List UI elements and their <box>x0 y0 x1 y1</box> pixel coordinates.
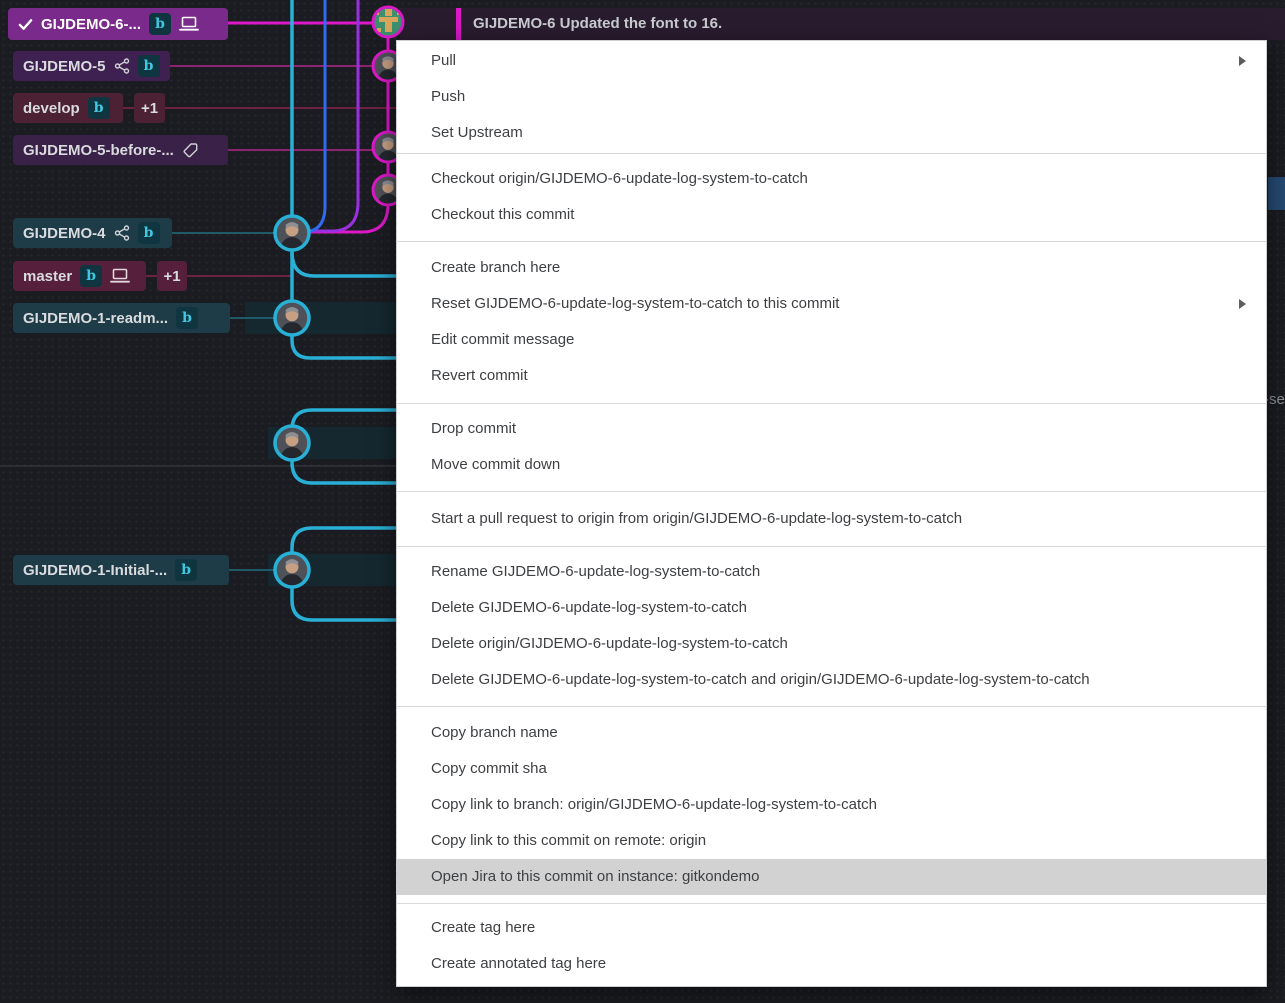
laptop-icon <box>179 16 199 31</box>
menu-section-branch-ops: Create branch here Reset GIJDEMO-6-updat… <box>397 241 1266 403</box>
menu-item-move-commit-down[interactable]: Move commit down <box>431 456 561 473</box>
checked-out-icon <box>18 19 33 30</box>
branch-label: develop <box>23 99 80 117</box>
menu-item-rename-branch[interactable]: Rename GIJDEMO-6-update-log-system-to-ca… <box>431 563 761 580</box>
clipped-blue-element <box>1268 177 1285 210</box>
menu-item-create-branch-here[interactable]: Create branch here <box>431 259 561 276</box>
tag-pill-gijdemo5-before[interactable]: GIJDEMO-5-before-... <box>13 135 228 165</box>
provider-badge-icon: b <box>137 55 160 77</box>
selected-commit-row-highlight <box>400 8 1285 40</box>
lane-cyan-main <box>290 0 400 360</box>
branch-label: GIJDEMO-5 <box>23 57 106 75</box>
branch-pill-gijdemo6-checked-out[interactable]: GIJDEMO-6-... b <box>8 8 228 40</box>
commit-node-avatar[interactable] <box>273 299 311 337</box>
menu-item-delete-origin-branch[interactable]: Delete origin/GIJDEMO-6-update-log-syste… <box>431 635 788 652</box>
menu-item-set-upstream[interactable]: Set Upstream <box>431 124 523 141</box>
menu-item-copy-branch-name[interactable]: Copy branch name <box>431 724 558 741</box>
ahead-count: +1 <box>140 99 159 117</box>
menu-item-create-annotated-tag-here[interactable]: Create annotated tag here <box>431 955 607 972</box>
provider-badge-icon: b <box>137 222 160 244</box>
commit-graph <box>0 0 405 622</box>
submenu-arrow-icon <box>1239 56 1246 66</box>
lane-magenta <box>296 23 390 234</box>
menu-section-rename-delete: Rename GIJDEMO-6-update-log-system-to-ca… <box>397 546 1266 706</box>
branch-pill-gijdemo4[interactable]: GIJDEMO-4 b <box>13 218 172 248</box>
menu-item-delete-branch-and-origin[interactable]: Delete GIJDEMO-6-update-log-system-to-ca… <box>431 671 1090 688</box>
menu-item-copy-link-to-commit[interactable]: Copy link to this commit on remote: orig… <box>431 832 707 849</box>
menu-item-push[interactable]: Push <box>431 88 466 105</box>
menu-item-checkout-origin-branch[interactable]: Checkout origin/GIJDEMO-6-update-log-sys… <box>431 170 808 187</box>
menu-section-tags: Create tag here Create annotated tag her… <box>397 903 1266 988</box>
branch-label: GIJDEMO-1-Initial-... <box>23 561 168 579</box>
branch-label: GIJDEMO-6-... <box>41 15 142 33</box>
menu-section-commit-ops: Drop commit Move commit down <box>397 403 1266 491</box>
commit-node-identicon[interactable] <box>371 5 405 39</box>
branch-icon <box>114 225 129 241</box>
tag-icon <box>183 142 198 157</box>
menu-section-pull-request: Start a pull request to origin from orig… <box>397 491 1266 546</box>
lane-cyan-master-branch <box>290 251 400 278</box>
clipped-branch-text: -se <box>1264 391 1285 408</box>
menu-section-sync: Pull Push Set Upstream <box>397 41 1266 153</box>
ahead-count-badge[interactable]: +1 <box>134 93 165 123</box>
menu-item-copy-commit-sha[interactable]: Copy commit sha <box>431 760 547 777</box>
menu-section-copy-open: Copy branch name Copy commit sha Copy li… <box>397 706 1266 903</box>
provider-badge-icon: b <box>80 265 103 287</box>
provider-badge-icon: b <box>87 97 110 119</box>
lane-violet <box>300 0 360 233</box>
branch-label: master <box>23 267 73 285</box>
commit-context-menu: Pull Push Set Upstream Checkout origin/G… <box>396 40 1267 987</box>
menu-item-drop-commit[interactable]: Drop commit <box>431 420 517 437</box>
menu-item-checkout-this-commit[interactable]: Checkout this commit <box>431 206 575 223</box>
menu-item-delete-branch[interactable]: Delete GIJDEMO-6-update-log-system-to-ca… <box>431 599 747 616</box>
branch-pill-gijdemo1-readme[interactable]: GIJDEMO-1-readm... b <box>13 303 230 333</box>
menu-item-revert-commit[interactable]: Revert commit <box>431 367 528 384</box>
menu-item-copy-link-to-branch[interactable]: Copy link to branch: origin/GIJDEMO-6-up… <box>431 796 878 813</box>
branch-pill-gijdemo5[interactable]: GIJDEMO-5 b <box>13 51 170 81</box>
lane-blue <box>296 0 327 234</box>
menu-item-start-pull-request[interactable]: Start a pull request to origin from orig… <box>431 510 963 527</box>
branch-pill-gijdemo1-initial[interactable]: GIJDEMO-1-Initial-... b <box>13 555 229 585</box>
commit-node-avatar[interactable] <box>273 214 311 252</box>
menu-item-edit-commit-message[interactable]: Edit commit message <box>431 331 575 348</box>
menu-item-open-jira[interactable]: Open Jira to this commit on instance: gi… <box>397 859 1266 895</box>
branch-label: GIJDEMO-4 <box>23 224 106 242</box>
commit-node-avatar[interactable] <box>273 551 311 589</box>
branch-pill-develop[interactable]: develop b <box>13 93 123 123</box>
provider-badge-icon: b <box>149 13 172 35</box>
graph-column-divider[interactable] <box>456 8 461 40</box>
commit-node-avatar[interactable] <box>273 424 311 462</box>
ahead-count: +1 <box>163 267 181 285</box>
menu-item-pull[interactable]: Pull <box>397 43 1266 79</box>
provider-badge-icon: b <box>175 559 198 581</box>
branch-icon <box>114 58 129 74</box>
submenu-arrow-icon <box>1239 299 1246 309</box>
provider-badge-icon: b <box>176 307 199 329</box>
branch-pill-master[interactable]: master b <box>13 261 146 291</box>
menu-item-reset-branch-to-commit[interactable]: Reset GIJDEMO-6-update-log-system-to-cat… <box>397 286 1266 322</box>
menu-item-create-tag-here[interactable]: Create tag here <box>431 919 536 936</box>
branch-label: GIJDEMO-1-readm... <box>23 309 169 327</box>
ahead-count-badge[interactable]: +1 <box>157 261 187 291</box>
menu-section-checkout: Checkout origin/GIJDEMO-6-update-log-sys… <box>397 153 1266 241</box>
tag-label: GIJDEMO-5-before-... <box>23 141 174 159</box>
commit-message[interactable]: GIJDEMO-6 Updated the font to 16. <box>473 15 723 32</box>
laptop-icon <box>110 268 131 283</box>
